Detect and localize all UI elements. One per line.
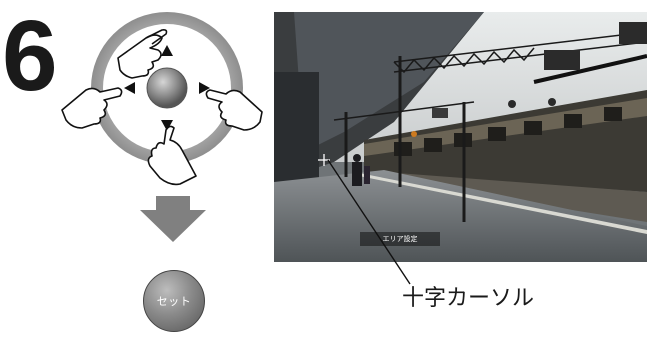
arrow-down-icon bbox=[140, 196, 206, 242]
center-button[interactable] bbox=[146, 67, 188, 109]
hand-right-icon bbox=[205, 89, 263, 131]
right-arrow-icon[interactable] bbox=[199, 82, 210, 94]
osd-mode-label: エリア設定 bbox=[360, 232, 440, 246]
osd-label-text: エリア設定 bbox=[382, 235, 418, 243]
hand-down-icon bbox=[147, 125, 197, 186]
crosshair-cursor-label: 十字カーソル bbox=[402, 286, 535, 311]
hand-left-icon bbox=[61, 87, 123, 129]
set-button-label: セット bbox=[156, 295, 192, 308]
up-arrow-icon[interactable] bbox=[161, 45, 173, 56]
camera-view: エリア設定 bbox=[274, 12, 647, 262]
left-arrow-icon[interactable] bbox=[124, 82, 135, 94]
hand-up-icon bbox=[117, 29, 168, 79]
step-number: 6 bbox=[2, 0, 58, 112]
station-platform-image bbox=[274, 12, 647, 262]
dpad-control bbox=[61, 12, 263, 186]
down-arrow-icon[interactable] bbox=[161, 120, 173, 131]
set-button[interactable]: セット bbox=[143, 270, 205, 332]
